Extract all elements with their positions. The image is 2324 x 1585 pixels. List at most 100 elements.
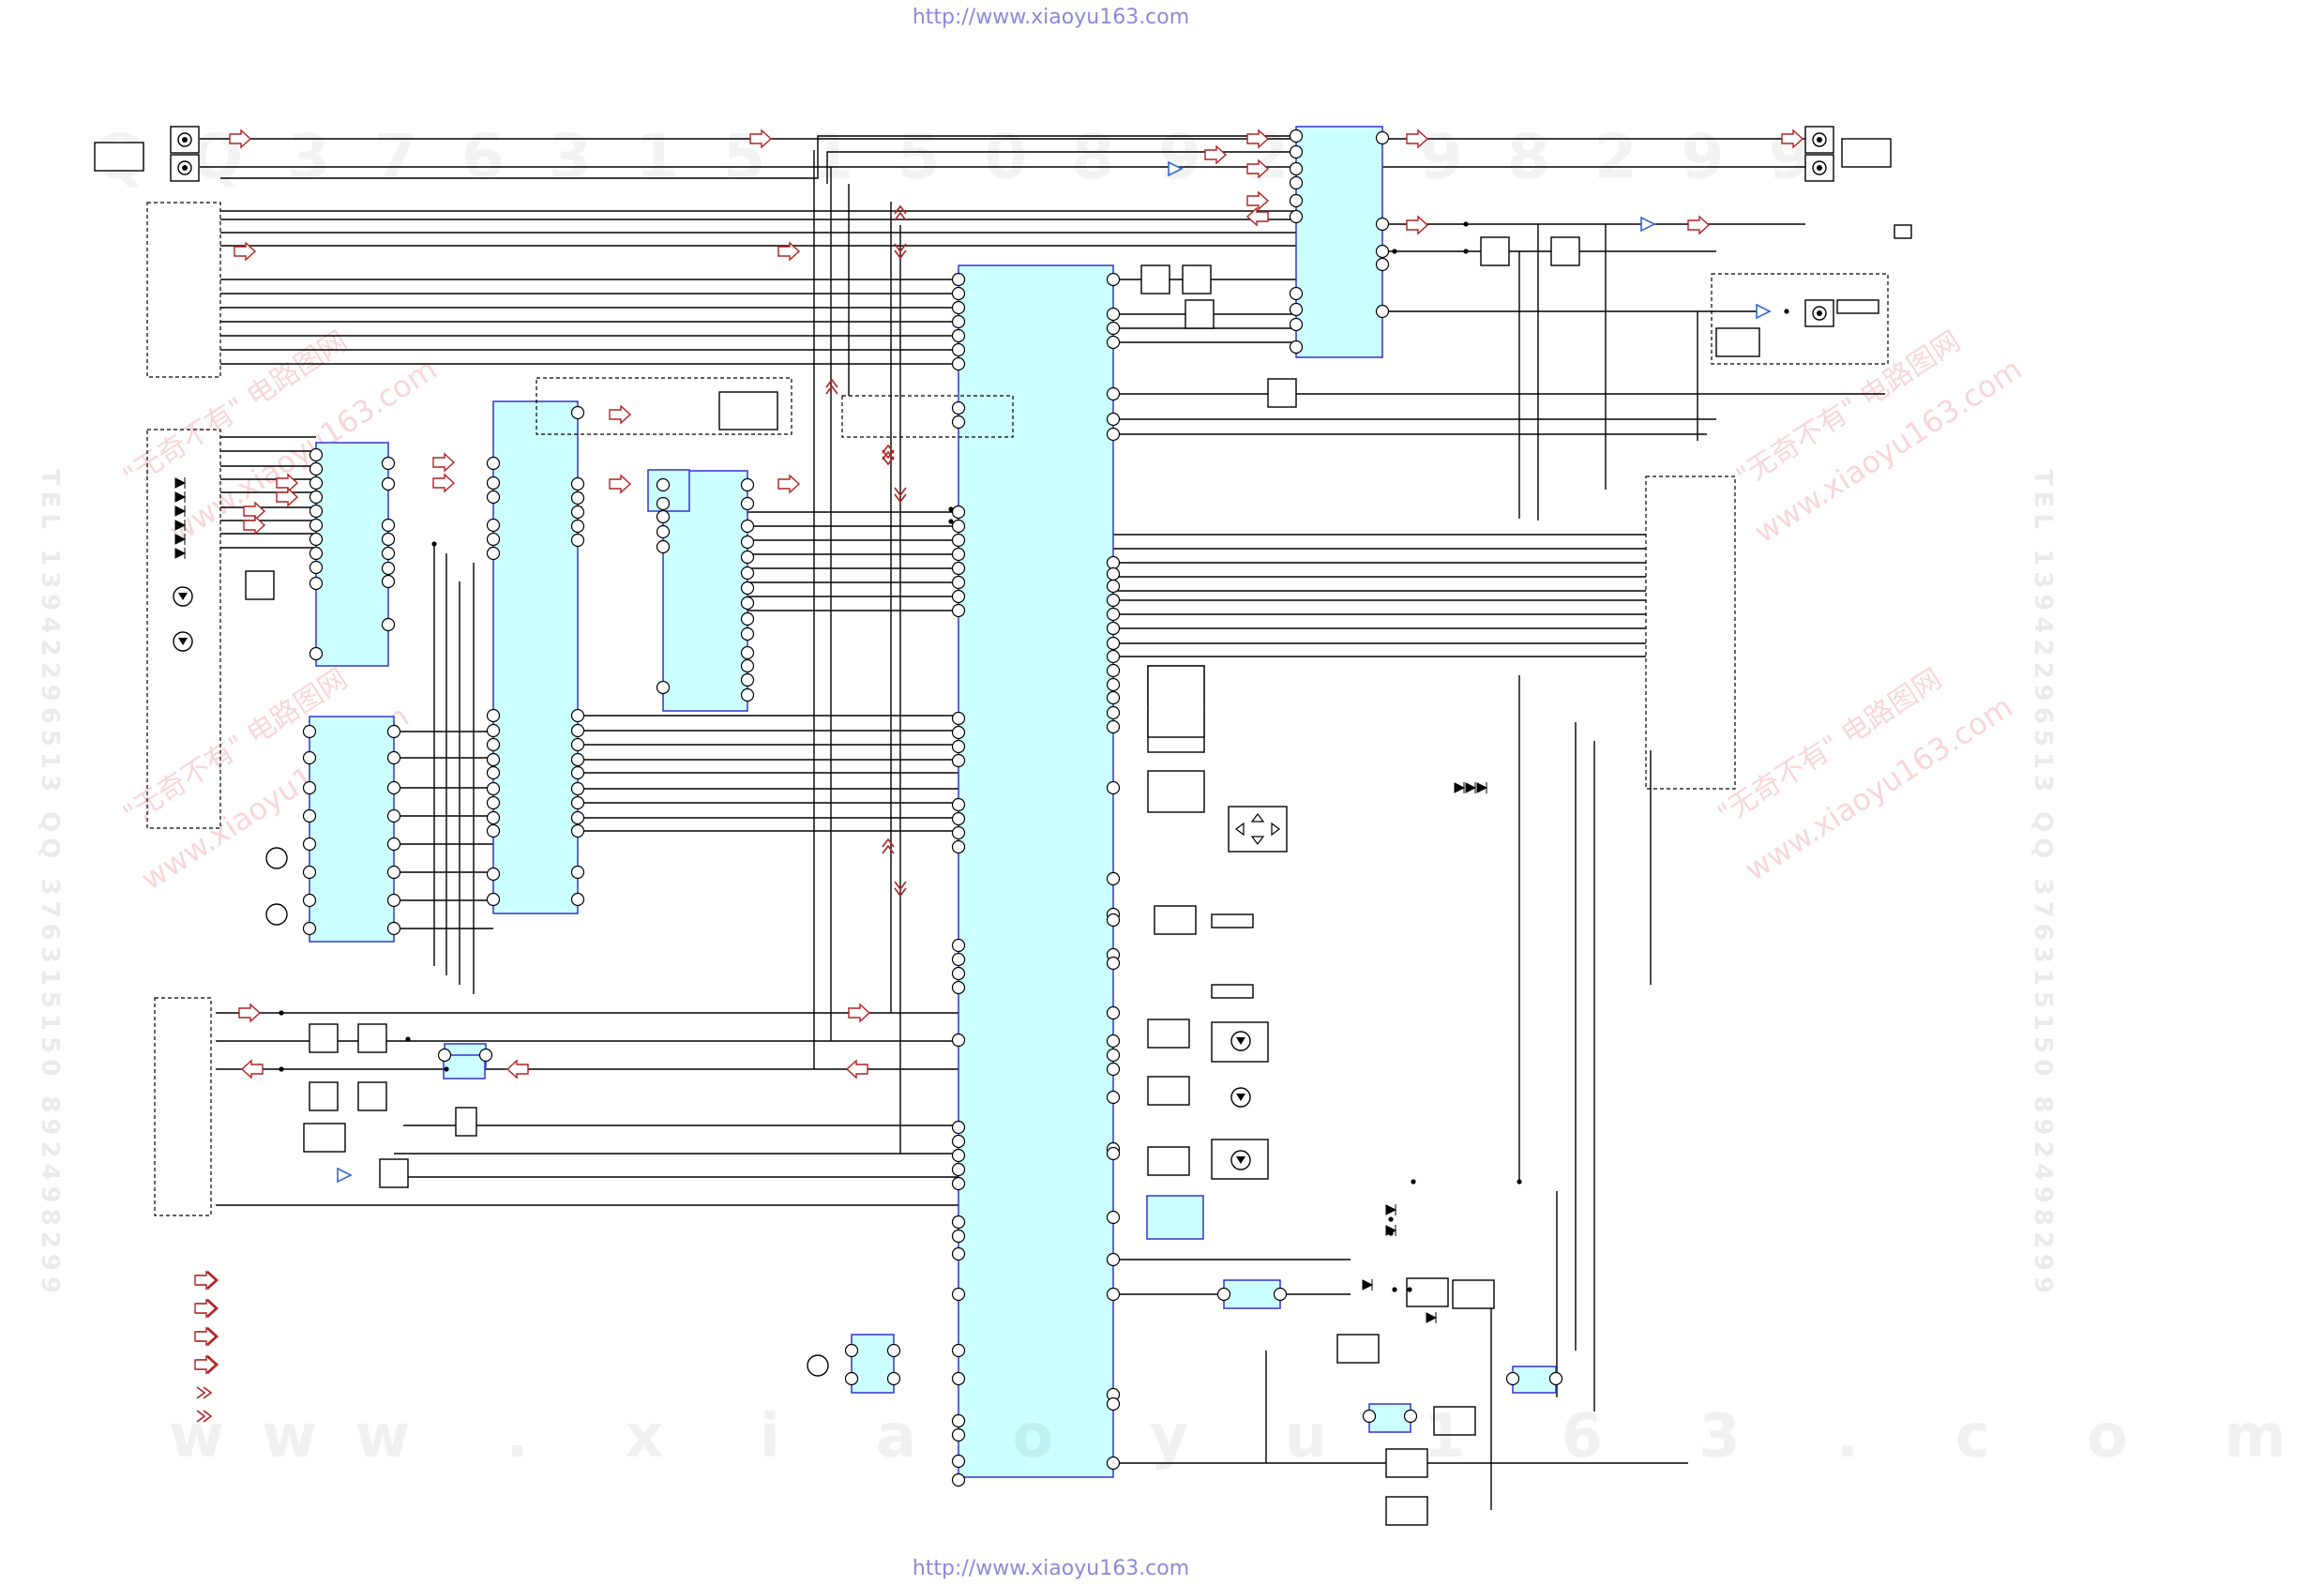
- ic-pin: [656, 524, 671, 539]
- led-icon: [178, 593, 188, 600]
- pin: [437, 1048, 452, 1063]
- mcu-pin: [1106, 1456, 1121, 1471]
- signal-arrow: [1687, 215, 1711, 235]
- osc-ic: [851, 1334, 895, 1394]
- signal-arrow: [1246, 158, 1270, 179]
- mcu-pin: [951, 1371, 966, 1386]
- junction-dot: [1411, 1179, 1416, 1185]
- switch-block: [455, 1107, 477, 1137]
- wire: [826, 151, 1296, 184]
- ic-pin: [386, 724, 401, 739]
- mcu-pin: [951, 1176, 966, 1191]
- mcu-pin: [951, 825, 966, 840]
- mcu-pin: [1106, 956, 1121, 971]
- function-block: [1182, 264, 1212, 294]
- chevron-arrow: [825, 378, 838, 395]
- diode-icon: [1454, 782, 1466, 793]
- opto-ic: [1223, 1279, 1281, 1309]
- ic-pin: [386, 893, 401, 908]
- mcu-pin: [951, 561, 966, 576]
- ic-pin: [309, 461, 324, 476]
- ic-pin: [486, 490, 501, 505]
- ic-pin: [309, 518, 324, 533]
- mcu-pin: [951, 603, 966, 618]
- jog-dial-icon: [1235, 813, 1280, 845]
- mcu-pin: [951, 1134, 966, 1149]
- jack-label: [1894, 224, 1912, 239]
- ic-pin: [381, 617, 396, 632]
- ic-pin: [309, 532, 324, 547]
- ic-pin: [740, 550, 755, 565]
- chevron-arrow: [882, 449, 895, 466]
- function-block: [1147, 770, 1205, 813]
- mcu-pin: [951, 356, 966, 371]
- mcu-pin: [1106, 1146, 1121, 1161]
- junction-dot: [1463, 249, 1469, 254]
- mcu-pin: [1106, 335, 1121, 350]
- header-url[interactable]: http://www.xiaoyu163.com: [912, 6, 1190, 29]
- selector-pin: [1289, 128, 1304, 143]
- selector-pin: [1289, 340, 1304, 355]
- ic-pin: [486, 532, 501, 547]
- junction-dot: [1392, 249, 1397, 254]
- diode-icon: [1385, 1225, 1397, 1236]
- buffer-icon: [1756, 303, 1772, 320]
- ic-pin: [386, 808, 401, 823]
- mcu-pin: [1106, 705, 1121, 720]
- ic-pin: [570, 519, 585, 534]
- motor-icon: [265, 903, 288, 926]
- ic-pin: [309, 560, 324, 575]
- ic-pin: [570, 795, 585, 810]
- signal-arrow: [1781, 128, 1804, 149]
- signal-arrow: [243, 515, 266, 536]
- output-label-box: [1841, 138, 1892, 168]
- signal-arrow: [845, 1059, 868, 1079]
- signal-arrow: [506, 1059, 529, 1079]
- mcu-pin: [1106, 321, 1121, 336]
- connector-frame-1: [146, 202, 221, 378]
- selector-pin: [1375, 130, 1390, 145]
- junction-dot: [279, 1010, 284, 1016]
- dsp-ic: [492, 400, 579, 914]
- mcu-pin: [1106, 1062, 1121, 1077]
- function-block: [1185, 299, 1215, 329]
- schematic-page: Q Q 3 7 6 3 1 5 1 5 0 8 9 2 4 9 8 2 9 9 …: [36, 121, 2057, 1526]
- ic-pin: [486, 476, 501, 491]
- ic-pin: [486, 723, 501, 738]
- mcu-pin: [951, 711, 966, 726]
- selector-pin: [1289, 302, 1304, 317]
- mcu-pin: [951, 533, 966, 548]
- pin: [1548, 1371, 1563, 1386]
- signal-arrow: [1245, 206, 1269, 227]
- function-block: [1147, 1019, 1190, 1049]
- ic-pin: [656, 509, 671, 524]
- mcu-pin: [951, 980, 966, 995]
- mcu-pin: [1106, 649, 1121, 664]
- ic-pin: [486, 737, 501, 752]
- ic-pin: [740, 645, 755, 660]
- wire: [220, 135, 1296, 179]
- chevron-arrow: [196, 1410, 213, 1423]
- diode-icon: [1362, 1279, 1374, 1291]
- ic-pin: [486, 518, 501, 533]
- ic-pin: [386, 865, 401, 880]
- ic-pin: [570, 892, 585, 907]
- junction-dot: [948, 519, 954, 524]
- rf-block: [309, 1023, 339, 1053]
- ic-pin: [656, 477, 671, 492]
- marks: [173, 128, 1827, 1487]
- mcu-pin: [1106, 913, 1121, 928]
- pin: [844, 1343, 859, 1358]
- footer-url[interactable]: http://www.xiaoyu163.com: [912, 1557, 1190, 1580]
- signal-arrow: [1204, 144, 1228, 165]
- connector-frame-3: [154, 997, 212, 1216]
- ic-pin: [302, 750, 317, 765]
- pin: [1273, 1287, 1288, 1302]
- mcu-pin: [951, 1454, 966, 1469]
- mcu-pin: [951, 519, 966, 534]
- jack-icon: [1817, 137, 1822, 143]
- mcu-pin: [1106, 1252, 1121, 1267]
- tuner-ic: [309, 716, 395, 943]
- rf-block: [379, 1158, 409, 1188]
- mcu-pin: [951, 1246, 966, 1261]
